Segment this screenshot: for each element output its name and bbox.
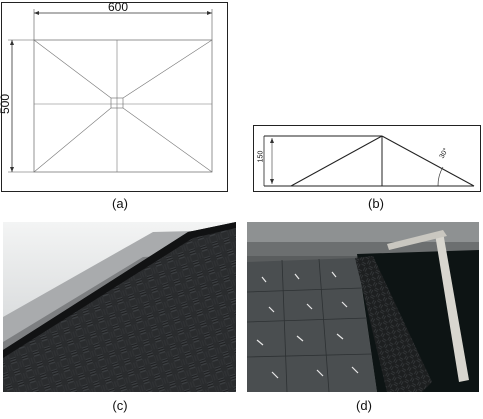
plan-width-label: 600 — [108, 0, 129, 14]
photo-d-graphic — [247, 222, 479, 392]
panel-a-caption: (a) — [112, 196, 128, 211]
panel-b-caption: (b) — [368, 196, 384, 211]
plan-height-label: 500 — [0, 93, 13, 115]
section-height-label: 150 — [257, 150, 265, 163]
panel-a-frame — [1, 2, 228, 192]
panel-b-frame — [253, 125, 481, 192]
photo-absorber-slope — [3, 222, 236, 392]
photo-tank-absorber — [247, 222, 479, 392]
panel-c-caption: (c) — [112, 398, 128, 413]
panel-d-caption: (d) — [356, 398, 372, 413]
photo-c-graphic — [3, 222, 236, 392]
